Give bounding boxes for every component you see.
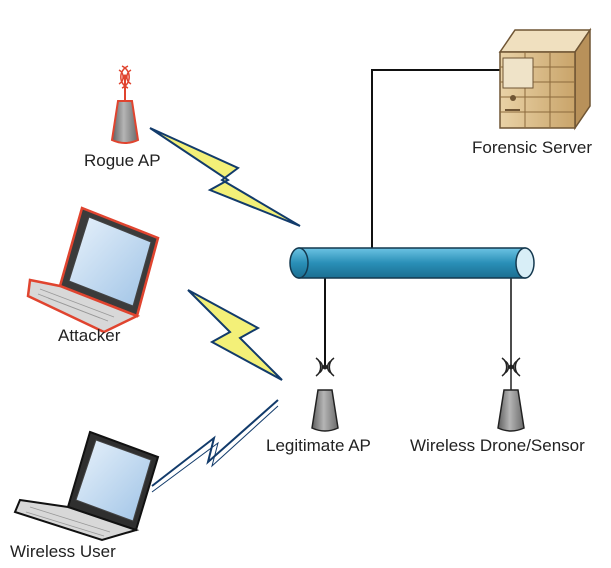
rogue-ap-label: Rogue AP — [84, 151, 161, 170]
rogue-wireless-link-bolt — [149, 127, 301, 227]
rogue-ap-icon — [110, 65, 140, 144]
attacker-label: Attacker — [58, 326, 121, 345]
server-icon — [498, 27, 592, 131]
legitimate-ap-icon — [311, 357, 339, 432]
user-wireless-link-bolt — [151, 399, 279, 493]
wireless-user-label: Wireless User — [10, 542, 116, 561]
attacker-wireless-link-bolt — [187, 289, 283, 381]
wireless-user-laptop-icon — [13, 430, 160, 542]
drone-sensor-icon — [497, 357, 525, 432]
legitimate-ap-label: Legitimate AP — [266, 436, 371, 455]
drone-sensor-label: Wireless Drone/Sensor — [410, 436, 585, 455]
attacker-laptop-icon — [26, 206, 160, 334]
connection-lines — [324, 69, 512, 365]
network-backbone — [289, 247, 535, 279]
server-link — [371, 69, 500, 248]
forensic-server-label: Forensic Server — [472, 138, 592, 157]
